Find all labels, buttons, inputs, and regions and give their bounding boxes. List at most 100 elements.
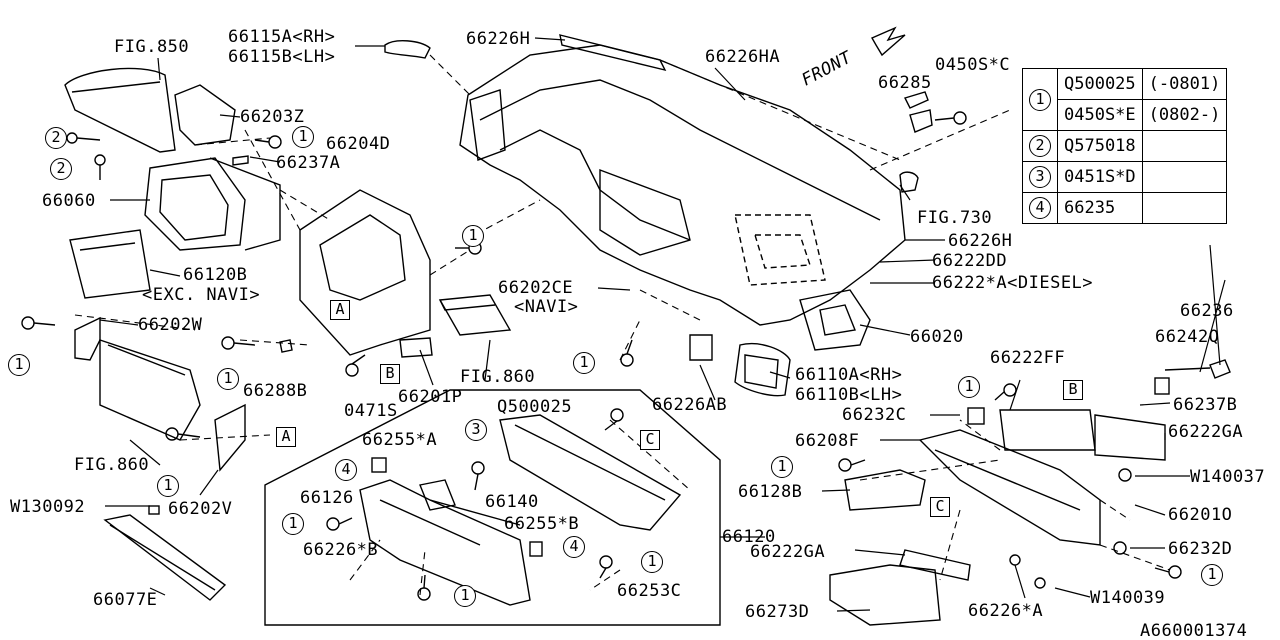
ref-key-cell: 3 [1022, 161, 1058, 193]
ref-range-cell [1141, 192, 1228, 224]
part-label-66222ga-bottom: 66222GA [750, 542, 826, 562]
part-label-66120b: 66120B [183, 265, 248, 285]
circled-marker: 1 [217, 368, 239, 390]
circled-marker: 2 [45, 127, 67, 149]
exc-navi-note: <EXC. NAVI> [142, 285, 261, 305]
fig730-label: FIG.730 [917, 208, 993, 228]
fasteners [21, 91, 1182, 601]
part-label-66140: 66140 [485, 492, 539, 512]
part-label-66201p: 66201P [398, 387, 463, 407]
part-label-66203z: 66203Z [240, 107, 305, 127]
ref-box-a: A [276, 427, 296, 447]
part-label-66222ga-right: 66222GA [1168, 422, 1244, 442]
part-label-66204d: 66204D [326, 134, 391, 154]
ref-part-cell: 66235 [1057, 192, 1143, 224]
ref-range-cell [1141, 130, 1228, 162]
circled-marker: 1 [1201, 564, 1223, 586]
diagram-id: A660001374 [1140, 621, 1248, 640]
part-label-66237b: 66237B [1173, 395, 1238, 415]
fig860-mid-label: FIG.860 [460, 367, 536, 387]
ref-part-cell: Q575018 [1057, 130, 1143, 162]
part-label-66126: 66126 [300, 488, 354, 508]
circled-marker: 1 [771, 456, 793, 478]
part-label-66110b: 66110B<LH> [795, 385, 903, 405]
part-label-66077e: 66077E [93, 590, 158, 610]
part-label-0450s-c: 0450S*C [935, 55, 1011, 75]
circled-marker: 1 [454, 585, 476, 607]
circled-marker: 4 [563, 536, 585, 558]
ref-range-cell: (0802-) [1141, 99, 1228, 131]
ref-row: 3 0451S*D [1022, 161, 1228, 193]
part-label-0471s: 0471S [344, 401, 398, 421]
front-arrow [871, 26, 906, 57]
circled-marker: 1 [641, 551, 663, 573]
ref-key-cell: 4 [1022, 192, 1058, 224]
ref-key-cell: 1 [1022, 68, 1058, 131]
part-label-66222a-diesel: 66222*A<DIESEL> [932, 273, 1094, 293]
part-label-66202w: 66202W [138, 315, 203, 335]
ref-row: 1 Q500025 (-0801) [1022, 68, 1228, 131]
part-label-66060: 66060 [42, 191, 96, 211]
ref-box-a: A [330, 300, 350, 320]
right-parts [829, 359, 1231, 626]
part-label-66255a: 66255*A [362, 430, 438, 450]
part-label-66120: 66120 [722, 527, 776, 547]
part-label-66222ff: 66222FF [990, 348, 1066, 368]
circled-marker: 2 [50, 158, 72, 180]
part-label-66226b: 66226*B [303, 540, 379, 560]
assembly-dashed-lines [74, 54, 1171, 596]
part-label-66253c: 66253C [617, 581, 682, 601]
part-label-66110a: 66110A<RH> [795, 365, 903, 385]
ref-box-c: C [640, 430, 660, 450]
circled-marker: 1 [462, 225, 484, 247]
ref-key-cell: 2 [1022, 130, 1058, 162]
glovebox-inset [264, 389, 721, 626]
circled-marker: 4 [1029, 197, 1051, 219]
part-label-q500025-inset: Q500025 [497, 397, 573, 417]
ref-range-cell: (-0801) [1141, 68, 1228, 100]
part-label-66237a: 66237A [276, 153, 341, 173]
ref-box-b: B [1063, 380, 1083, 400]
part-label-66288b: 66288B [243, 381, 308, 401]
fastener-reference-table: 1 Q500025 (-0801) 0450S*E (0802-) 2 Q575… [1022, 68, 1228, 224]
center-bracket [299, 189, 512, 358]
part-label-66273d: 66273D [745, 602, 810, 622]
part-label-66222dd: 66222DD [932, 251, 1008, 271]
part-label-66202ce: 66202CE [498, 278, 574, 298]
ref-part-cell: Q500025 [1057, 68, 1143, 100]
part-label-66242q: 66242Q [1155, 327, 1220, 347]
leader-lines [99, 37, 1226, 612]
part-label-66128b: 66128B [738, 482, 803, 502]
part-label-66208f: 66208F [795, 431, 860, 451]
circled-marker: 2 [1029, 135, 1051, 157]
circled-marker: 1 [573, 352, 595, 374]
part-label-66226h-top: 66226H [466, 29, 531, 49]
part-label-66201o: 66201O [1168, 505, 1233, 525]
ref-row: 2 Q575018 [1022, 130, 1228, 162]
circled-marker: 1 [8, 354, 30, 376]
part-label-66232c: 66232C [842, 405, 907, 425]
part-label-66115b: 66115B<LH> [228, 47, 336, 67]
part-label-66115a: 66115A<RH> [228, 27, 336, 47]
dashboard-panel [384, 34, 933, 397]
part-label-66226ha: 66226HA [705, 47, 781, 67]
part-label-66255b: 66255*B [504, 514, 580, 534]
part-label-66236: 66236 [1180, 301, 1234, 321]
part-label-66285: 66285 [878, 73, 932, 93]
ref-box-b: B [380, 364, 400, 384]
lower-left-parts [74, 316, 246, 601]
ref-row: 4 66235 [1022, 192, 1228, 224]
circled-marker: 1 [282, 513, 304, 535]
ref-box-c: C [930, 497, 950, 517]
part-label-w140037: W140037 [1190, 467, 1266, 487]
circled-marker: 1 [1029, 88, 1051, 111]
circled-marker: 3 [1029, 166, 1051, 188]
circled-marker: 1 [958, 376, 980, 398]
part-label-66226ab: 66226AB [652, 395, 728, 415]
part-label-w130092: W130092 [10, 497, 86, 517]
part-label-w140039: W140039 [1090, 588, 1166, 608]
part-label-66226a-bottom: 66226*A [968, 601, 1044, 621]
cluster-parts [64, 67, 281, 299]
